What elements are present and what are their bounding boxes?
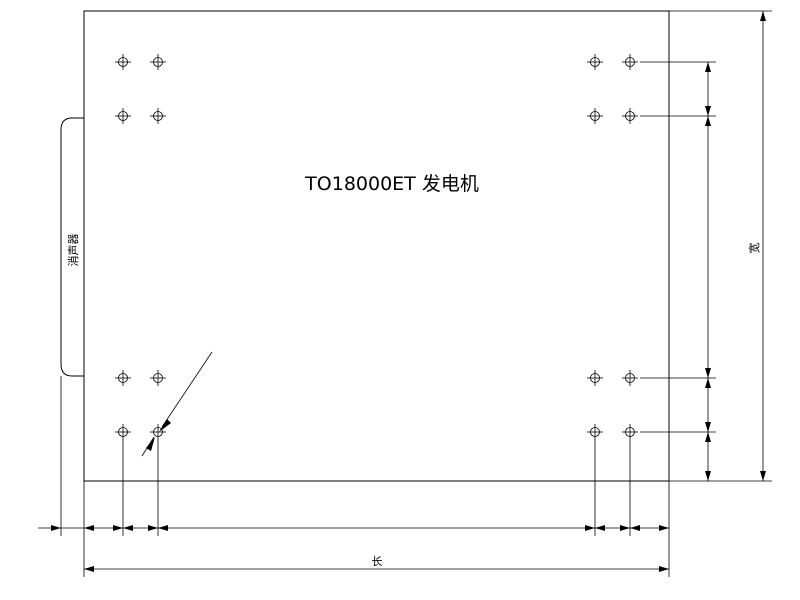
- muffler-label: 消声器: [66, 234, 80, 267]
- bottom-dimensions: [38, 376, 670, 577]
- mounting-hole: [149, 53, 167, 71]
- mounting-hole: [586, 53, 604, 71]
- mounting-hole: [621, 53, 639, 71]
- width-label: 宽: [747, 243, 761, 254]
- mounting-hole: [586, 369, 604, 387]
- mounting-hole: [114, 423, 132, 441]
- mounting-hole: [621, 369, 639, 387]
- mounting-hole: [149, 107, 167, 125]
- generator-title: TO18000ET 发电机: [304, 173, 479, 195]
- mounting-hole: [114, 53, 132, 71]
- mounting-hole: [621, 423, 639, 441]
- mounting-hole: [586, 423, 604, 441]
- muffler-outline: [60, 117, 84, 377]
- hole-diameter-leader: [141, 351, 213, 457]
- mounting-hole: [114, 369, 132, 387]
- mounting-hole: [149, 369, 167, 387]
- mounting-hole: [114, 107, 132, 125]
- generator-outline: [83, 10, 670, 482]
- right-dimensions: [640, 10, 772, 482]
- length-label: 长: [372, 555, 383, 568]
- mounting-hole: [586, 107, 604, 125]
- mounting-holes: [114, 53, 639, 441]
- mounting-hole: [621, 107, 639, 125]
